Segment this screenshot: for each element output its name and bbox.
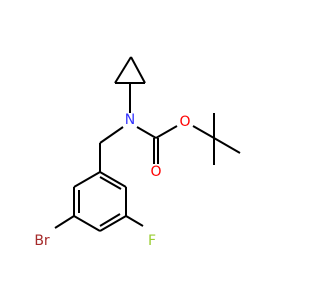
bond-ring-3 [73, 215, 101, 232]
chemical-structure-diagram: N O O Br F [34, 56, 241, 249]
carbonyl-oxygen-atom-label: O [150, 164, 161, 180]
bond-ring-1 [73, 171, 101, 188]
bond-n-to-ch2 [99, 126, 124, 144]
bond-n-to-carbonyl [136, 126, 157, 139]
bond-ring-6 [99, 171, 127, 188]
bond-cyclopropyl-1 [114, 56, 132, 84]
bond-carbonyl-o-single [155, 125, 178, 139]
bond-ring-to-br [54, 215, 75, 229]
bond-cyclopropyl-2 [130, 56, 146, 84]
ester-oxygen-atom-label: O [179, 114, 190, 130]
bromine-atom-label: Br [34, 233, 50, 249]
bond-o-to-tert-carbon [192, 125, 215, 139]
fluorine-atom-label: F [148, 233, 156, 249]
bond-ring-inner-2 [99, 213, 121, 227]
bond-ring-to-f [125, 215, 144, 227]
bond-ring-inner-3 [99, 176, 122, 190]
bond-tbu-right [213, 137, 241, 154]
bond-ring-4 [99, 215, 127, 232]
nitrogen-atom-label: N [125, 112, 135, 128]
